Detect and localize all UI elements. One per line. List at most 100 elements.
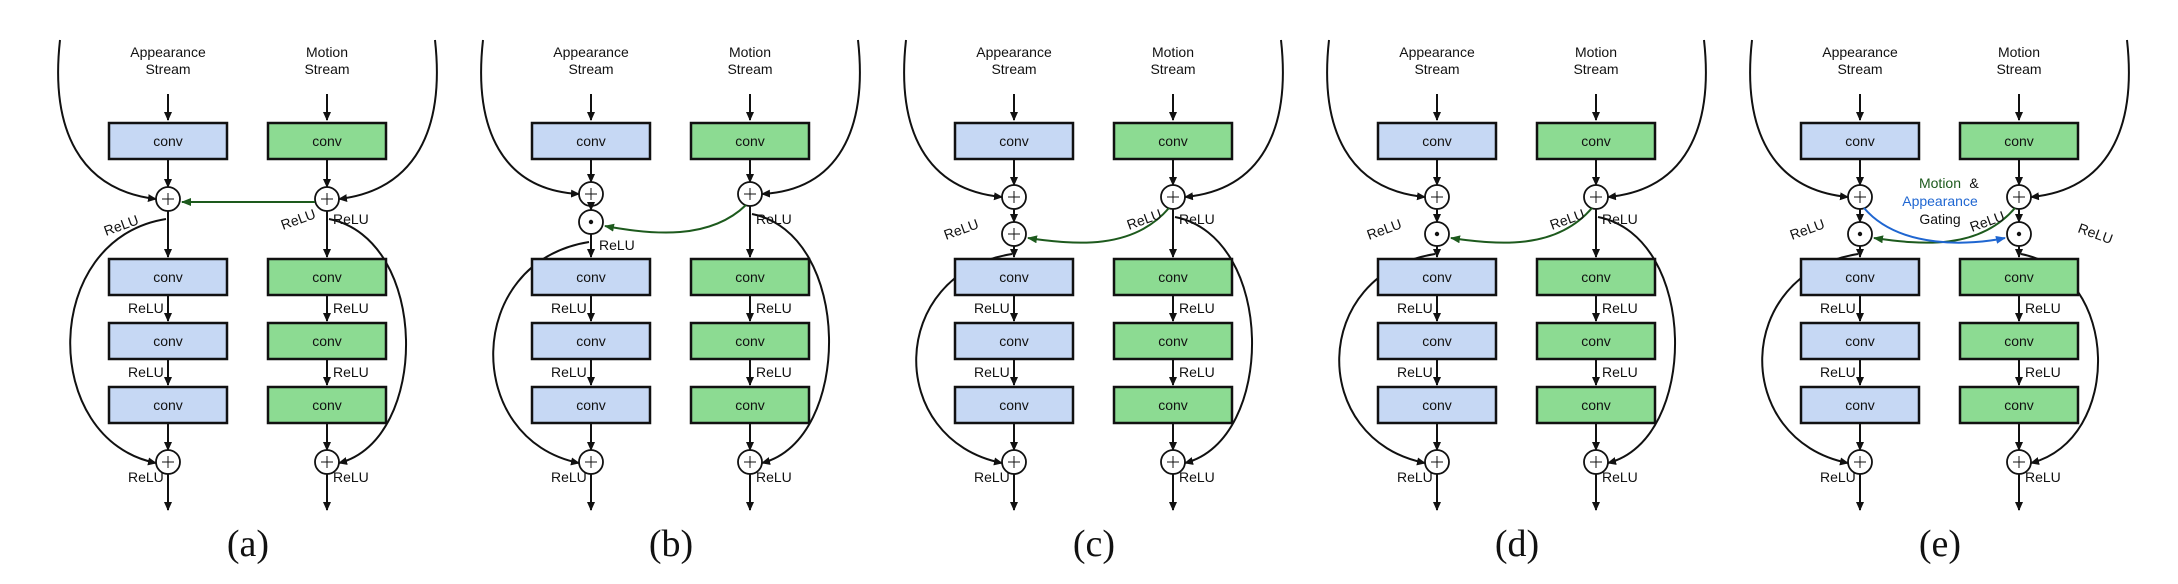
relu-label: ReLU [756,300,792,316]
motion-out-add-op [314,449,340,475]
conv-label: conv [1422,397,1452,413]
motion-stream-title: Stream [727,61,772,77]
appearance-skip-in [903,39,1003,201]
relu-label: ReLU [1179,364,1215,380]
conv-label: conv [1158,333,1188,349]
conv-label: conv [1158,133,1188,149]
motion-conv-1: conv [1112,121,1234,161]
appearance-stream-title: Stream [145,61,190,77]
appearance-conv-4: conv [530,385,652,425]
relu-label: ReLU [551,469,587,485]
panel-caption: (b) [649,523,693,565]
conv-label: conv [1581,133,1611,149]
motion-conv-2: conv [689,257,811,297]
relu-label: ReLU [2025,300,2061,316]
motion-conv-1: conv [266,121,388,161]
motion-conv-3: conv [689,321,811,361]
motion-stream-title: Motion [1575,44,1617,60]
conv-label: conv [576,269,606,285]
appearance-conv-1: conv [107,121,229,161]
appearance-conv-1: conv [1799,121,1921,161]
motion-skip-in [1607,39,1707,201]
appearance-conv-2: conv [107,257,229,297]
relu-label: ReLU [1602,364,1638,380]
appearance-conv-3: conv [953,321,1075,361]
appearance-gate-op [1847,221,1873,247]
motion-conv-2: conv [1958,257,2080,297]
conv-label: conv [2004,269,2034,285]
conv-label: conv [999,269,1029,285]
motion-conv-1: conv [689,121,811,161]
appearance-skip-in [57,39,157,203]
gating-label: Gating [1919,211,1960,227]
motion-to-appearance-arrow [1450,207,1593,244]
motion-stream-title: Motion [1152,44,1194,60]
motion-conv-3: conv [266,321,388,361]
appearance-stream-title: Stream [1414,61,1459,77]
relu-label: ReLU [1179,469,1215,485]
motion-stream-title: Stream [1150,61,1195,77]
relu-label: ReLU [1397,364,1433,380]
conv-label: conv [999,333,1029,349]
motion-conv-3: conv [1535,321,1657,361]
motion-stream-title: Stream [1573,61,1618,77]
motion-conv-4: conv [1958,385,2080,425]
panel-caption: (c) [1073,523,1115,565]
relu-label: ReLU [551,364,587,380]
relu-label: ReLU [1820,469,1856,485]
conv-label: conv [153,269,183,285]
relu-label: ReLU [128,300,164,316]
relu-label: ReLU [1179,300,1215,316]
conv-label: conv [2004,397,2034,413]
motion-skip-in [1184,39,1284,201]
appearance-conv-4: conv [1799,385,1921,425]
relu-label: ReLU [2025,364,2061,380]
relu-label: ReLU [1602,300,1638,316]
panel-caption: (d) [1495,523,1539,565]
relu-label: ReLU [1602,211,1638,227]
motion-stream-title: Motion [729,44,771,60]
motion-conv-3: conv [1958,321,2080,361]
relu-label: ReLU [333,300,369,316]
panel-caption: (e) [1919,523,1961,565]
gating-appearance-label: Appearance [1902,193,1978,209]
motion-conv-4: conv [1535,385,1657,425]
appearance-conv-3: conv [1376,321,1498,361]
appearance-conv-3: conv [107,321,229,361]
appearance-stream-title: Appearance [130,44,206,60]
motion-conv-4: conv [266,385,388,425]
motion-residual [328,218,407,465]
appearance-add-op [1847,184,1873,210]
motion-add-op [2006,184,2032,210]
conv-label: conv [1581,397,1611,413]
relu-label: ReLU [128,469,164,485]
appearance-stream-title: Appearance [1822,44,1898,60]
motion-add-op [314,186,340,212]
appearance-skip-in [1749,39,1849,201]
relu-label: ReLU [1602,469,1638,485]
motion-stream-title: Stream [304,61,349,77]
relu-label: ReLU [1179,211,1215,227]
panel-caption: (a) [227,523,269,565]
conv-label: conv [999,133,1029,149]
appearance-mul-op [578,209,604,235]
gating-amp-label: & [1969,175,1979,191]
relu-label: ReLU [2025,469,2061,485]
relu-label: ReLU [333,364,369,380]
relu-label: ReLU [942,216,981,243]
appearance-conv-4: conv [953,385,1075,425]
conv-label: conv [1581,333,1611,349]
conv-label: conv [2004,333,2034,349]
motion-stream-title: Stream [1996,61,2041,77]
conv-label: conv [1422,133,1452,149]
conv-label: conv [576,397,606,413]
relu-label: ReLU [333,211,369,227]
appearance-conv-2: conv [953,257,1075,297]
conv-label: conv [1845,397,1875,413]
appearance-conv-2: conv [1376,257,1498,297]
conv-label: conv [1158,397,1188,413]
conv-label: conv [1845,133,1875,149]
conv-label: conv [1422,333,1452,349]
